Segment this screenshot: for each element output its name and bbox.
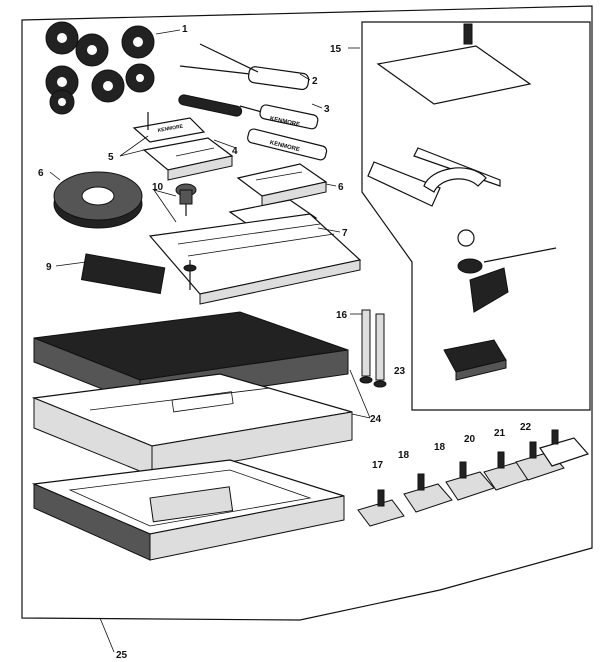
bobbins-group [45,21,155,115]
attachment-box [236,163,328,207]
bobbin [125,63,155,93]
spring-bracket [367,147,501,207]
screwdriver-small [199,43,259,73]
callout-4: 4 [232,146,238,157]
callout-25: 25 [116,650,128,661]
callout-10: 10 [152,182,164,193]
presser-foot [483,451,533,491]
bobbin [49,89,75,115]
screwdriver-offset: KENMORE [247,128,328,161]
callout-17: 17 [372,460,384,471]
callout-labels: 1 2 3 4 5 6 6 7 9 10 15 16 17 18 18 20 2… [38,24,532,661]
bobbin [75,33,109,67]
callout-18-a: 18 [398,450,410,461]
case-base [31,459,345,561]
presser-foot [539,429,590,467]
lever-arm [469,267,509,313]
presser-foot [403,473,453,513]
bobbin [121,25,155,59]
bed-plate [376,23,532,105]
callout-21: 21 [494,428,506,439]
callout-6-box: 6 [338,182,344,193]
callout-2: 2 [312,76,318,87]
callout-16: 16 [336,310,348,321]
case-tray [31,373,353,477]
callout-23: 23 [394,366,406,377]
presser-foot [357,489,405,527]
leader-lines [49,29,371,653]
background-sheet [21,5,593,621]
callout-6-cam: 6 [38,168,44,179]
needle-pack: KENMORE [132,117,206,143]
cam-disc [53,171,143,229]
base-mount [443,339,507,381]
callout-9: 9 [46,262,52,273]
callout-20: 20 [464,434,476,445]
callout-3: 3 [324,104,330,115]
brand-mark: KENMORE [157,124,184,134]
bobbin [91,69,125,103]
callout-5: 5 [108,152,114,163]
pins [359,309,387,388]
callout-18-b: 18 [434,442,446,453]
felt-pad [80,253,166,295]
callout-7: 7 [342,228,348,239]
screwdriver-medium: KENMORE [178,94,319,130]
callout-22: 22 [520,422,532,433]
callout-1: 1 [182,24,188,35]
screwdriver-large [179,65,310,91]
gear-assembly [457,229,557,274]
thumb-screw [175,183,197,290]
attachment-tray [148,199,362,305]
needle-pack [142,137,234,181]
callout-15: 15 [330,44,342,55]
inset-box [361,21,591,411]
presser-foot [445,461,495,501]
bobbin [45,21,79,55]
callout-24: 24 [370,414,382,425]
